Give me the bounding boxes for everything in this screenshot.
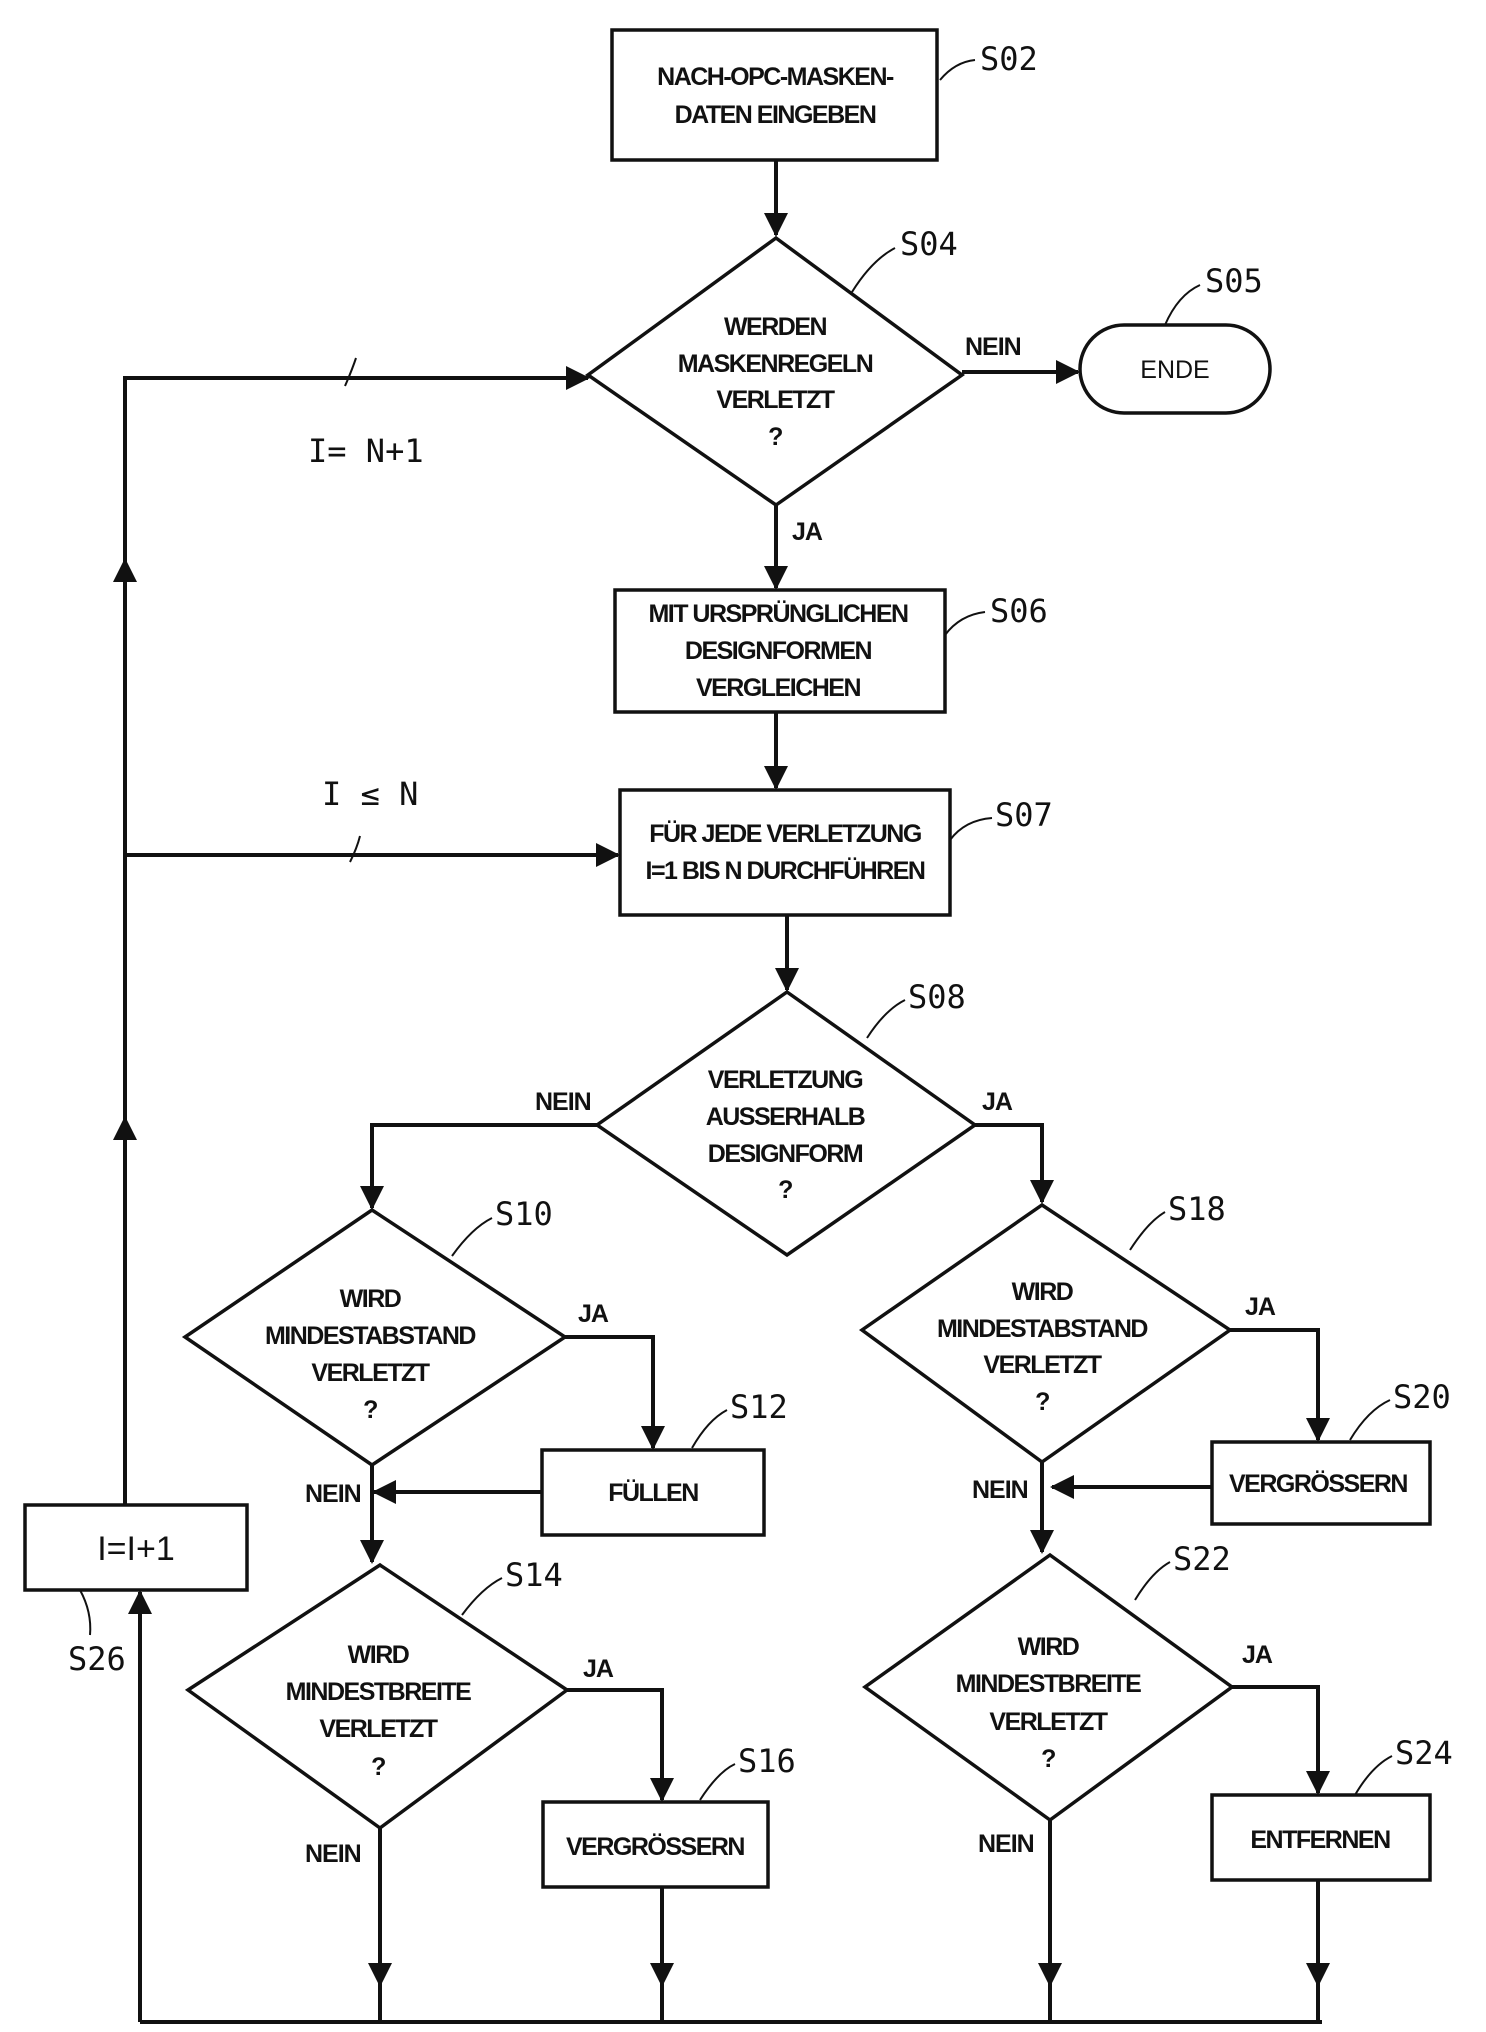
label-s22-ja: JA <box>1242 1641 1273 1669</box>
label-s08-ja: JA <box>982 1088 1013 1116</box>
s08-line-4: ? <box>778 1176 792 1204</box>
s06-line-1: MIT URSPRÜNGLICHEN <box>648 599 908 628</box>
label-s10-nein: NEIN <box>305 1480 361 1508</box>
step-s26: S26 <box>68 1640 126 1678</box>
s07-box <box>620 790 950 915</box>
s07-line-2: I=1 BIS N DURCHFÜHREN <box>646 856 925 885</box>
step-s18: S18 <box>1168 1190 1226 1228</box>
label-loop-n-plus-1: I= N+1 <box>308 432 424 470</box>
s02-box <box>612 30 937 160</box>
tick-le-n <box>350 836 360 862</box>
s18-line-3: VERLETZT <box>983 1351 1101 1379</box>
edge-s08-s18 <box>975 1125 1042 1202</box>
s07-line-1: FÜR JEDE VERLETZUNG <box>649 819 921 848</box>
s18-line-4: ? <box>1035 1388 1049 1416</box>
s14-line-3: VERLETZT <box>319 1715 437 1743</box>
s10-line-4: ? <box>363 1396 377 1424</box>
s02-line-1: NACH-OPC-MASKEN- <box>657 63 894 91</box>
label-s04-nein: NEIN <box>965 333 1021 361</box>
shapes <box>25 30 1430 1887</box>
s04-line-2: MASKENREGELN <box>678 350 873 378</box>
s04-line-4: ? <box>768 423 782 451</box>
node-s26: I=I+1 <box>97 1530 175 1568</box>
label-s18-ja: JA <box>1245 1293 1276 1321</box>
s26-line-1: I=I+1 <box>97 1530 175 1568</box>
s04-line-1: WERDEN <box>724 313 827 341</box>
s14-line-2: MINDESTBREITE <box>286 1678 472 1706</box>
s14-line-1: WIRD <box>348 1641 409 1669</box>
s08-line-1: VERLETZUNG <box>708 1066 863 1094</box>
edge-s22-s24 <box>1232 1687 1318 1793</box>
s05-line-1: ENDE <box>1140 356 1209 384</box>
edge-collector-join <box>380 1985 1318 2022</box>
label-loop-le-n: I ≤ N <box>322 775 418 813</box>
step-s20: S20 <box>1393 1378 1451 1416</box>
step-s07: S07 <box>995 796 1053 834</box>
s22-line-1: WIRD <box>1018 1633 1079 1661</box>
s18-line-2: MINDESTABSTAND <box>937 1315 1147 1343</box>
step-s06: S06 <box>990 592 1048 630</box>
s14-line-4: ? <box>371 1753 385 1781</box>
s24-line-1: ENTFERNEN <box>1250 1826 1390 1854</box>
step-s02: S02 <box>980 40 1038 78</box>
node-s16: VERGRÖSSERN <box>566 1832 744 1861</box>
s04-line-3: VERLETZT <box>716 386 834 414</box>
s06-line-3: VERGLEICHEN <box>696 674 861 702</box>
s08-line-3: DESIGNFORM <box>708 1140 863 1168</box>
s22-line-2: MINDESTBREITE <box>956 1670 1142 1698</box>
step-s24: S24 <box>1395 1734 1453 1772</box>
edge-s08-s10 <box>372 1125 597 1208</box>
label-s10-ja: JA <box>578 1300 609 1328</box>
s10-line-2: MINDESTABSTAND <box>265 1322 475 1350</box>
label-s14-ja: JA <box>583 1655 614 1683</box>
step-s16: S16 <box>738 1742 796 1780</box>
s12-line-1: FÜLLEN <box>608 1478 698 1507</box>
edge-s18-s20 <box>1230 1330 1318 1440</box>
step-s12: S12 <box>730 1388 788 1426</box>
label-s08-nein: NEIN <box>535 1088 591 1116</box>
label-s14-nein: NEIN <box>305 1840 361 1868</box>
s16-line-1: VERGRÖSSERN <box>566 1832 744 1861</box>
s10-line-3: VERLETZT <box>311 1359 429 1387</box>
s22-line-4: ? <box>1041 1745 1055 1773</box>
s22-line-3: VERLETZT <box>989 1708 1107 1736</box>
label-s22-nein: NEIN <box>978 1830 1034 1858</box>
label-s18-nein: NEIN <box>972 1476 1028 1504</box>
step-s10: S10 <box>495 1195 553 1233</box>
node-s20: VERGRÖSSERN <box>1229 1469 1407 1498</box>
s18-line-1: WIRD <box>1012 1278 1073 1306</box>
s02-line-2: DATEN EINGEBEN <box>675 101 876 129</box>
step-s04: S04 <box>900 225 958 263</box>
node-s24: ENTFERNEN <box>1250 1826 1390 1854</box>
step-s05: S05 <box>1205 262 1263 300</box>
step-s14: S14 <box>505 1556 563 1594</box>
node-s05: ENDE <box>1140 356 1209 384</box>
s06-line-2: DESIGNFORMEN <box>685 637 872 665</box>
s20-line-1: VERGRÖSSERN <box>1229 1469 1407 1498</box>
node-s12: FÜLLEN <box>608 1478 698 1507</box>
s08-line-2: AUSSERHALB <box>706 1103 865 1131</box>
tick-n-plus-1 <box>345 358 356 386</box>
edge-s10-s12 <box>565 1337 653 1448</box>
step-s08: S08 <box>908 978 966 1016</box>
label-s04-ja: JA <box>792 518 823 546</box>
s10-line-1: WIRD <box>340 1285 401 1313</box>
edge-s14-s16 <box>567 1690 662 1800</box>
step-s22: S22 <box>1173 1540 1231 1578</box>
